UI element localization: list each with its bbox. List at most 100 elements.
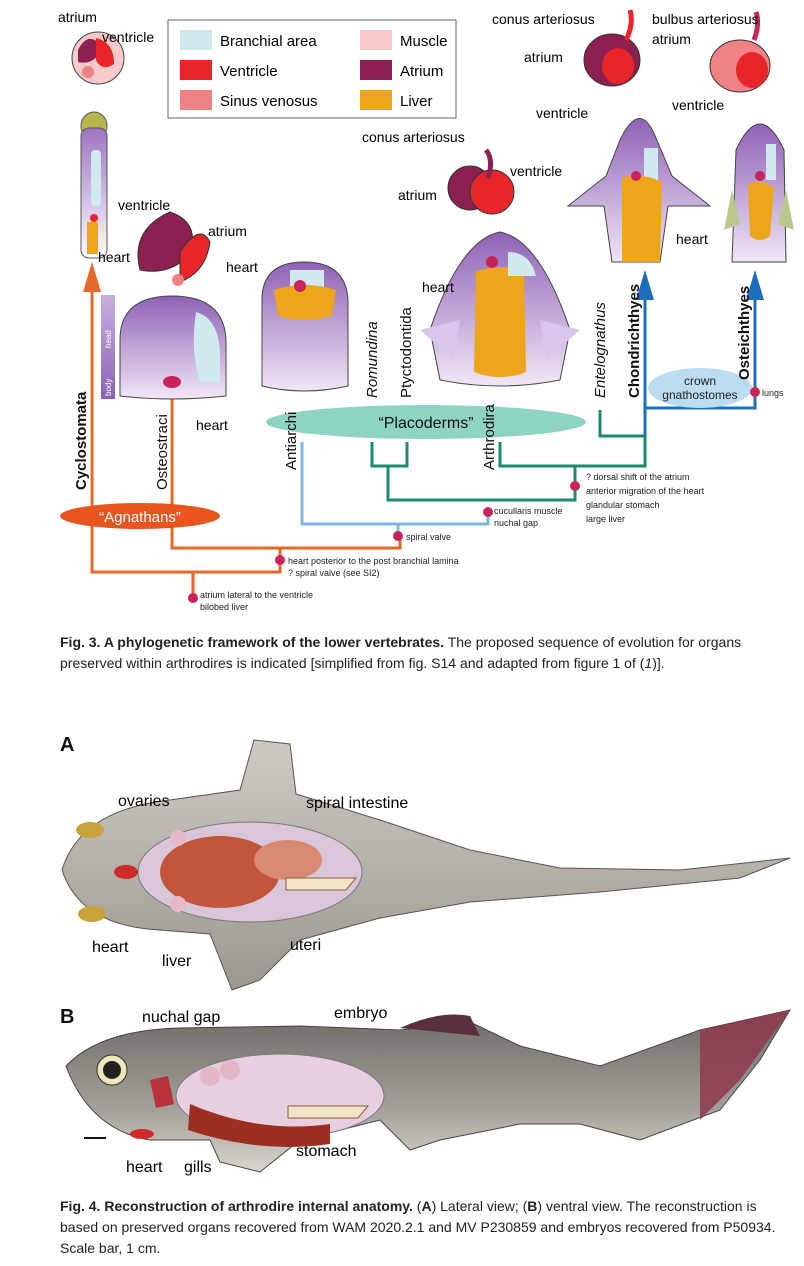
- taxon-cyclostomata: Cyclostomata: [73, 391, 90, 490]
- char-5d: large liver: [586, 514, 625, 524]
- legend-label-sinus: Sinus venosus: [220, 93, 318, 110]
- osteichthyan-illustration: [724, 123, 794, 263]
- taxon-arthrodira: Arthrodira: [481, 403, 498, 470]
- char-4b: nuchal gap: [494, 518, 538, 528]
- placoderms-label: “Placoderms”: [378, 415, 473, 432]
- char-5a: ? dorsal shift of the atrium: [586, 472, 690, 482]
- char-4a: cucullaris muscle: [494, 506, 563, 516]
- char-lungs: lungs: [762, 388, 784, 398]
- lamprey-atrium-label: atrium: [58, 9, 97, 25]
- arthrodire-heart-label: heart: [422, 279, 454, 295]
- fig4a-spiral-intestine-label: spiral intestine: [306, 795, 408, 812]
- legend-label-branchial: Branchial area: [220, 33, 317, 50]
- chondrichthyes-arrowhead: [636, 270, 654, 300]
- char-1a: atrium lateral to the ventricle: [200, 590, 313, 600]
- arthrodire-conus-label: conus arteriosus: [362, 129, 465, 145]
- legend-label-atrium: Atrium: [400, 63, 443, 80]
- taxon-chondrichthyes: Chondrichthyes: [626, 284, 643, 398]
- fig4-caption: Fig. 4. Reconstruction of arthrodire int…: [60, 1196, 776, 1259]
- taxon-entelognathus: Entelognathus: [592, 302, 609, 398]
- fig4a-ovaries-label: ovaries: [118, 793, 170, 810]
- char-3: spiral valve: [406, 532, 451, 542]
- fig3-caption: Fig. 3. A phylogenetic framework of the …: [60, 632, 776, 674]
- lamprey-illustration: [80, 111, 108, 259]
- phylogeny-tree: [90, 292, 757, 598]
- cyclostomata-arrowhead: [83, 262, 101, 292]
- chondrichthyan-conus-label: conus arteriosus: [492, 11, 595, 27]
- legend-swatch-atrium: [360, 60, 392, 80]
- antiarch-heart-label: heart: [226, 259, 258, 275]
- head-body-bar: [101, 295, 115, 399]
- body-label: body: [104, 379, 113, 396]
- osteostracan-heart-inset: [137, 211, 211, 286]
- fig3-caption-title: Fig. 3. A phylogenetic framework of the …: [60, 634, 445, 650]
- antiarch-illustration: [261, 261, 349, 392]
- head-label: head: [104, 330, 113, 348]
- fig4-caption-b: B: [527, 1198, 538, 1214]
- fig4a-uteri-label: uteri: [290, 937, 321, 954]
- legend-box: Branchial area Ventricle Sinus venosus M…: [167, 19, 457, 119]
- node-5: [570, 481, 580, 491]
- fig4b-embryo-label: embryo: [334, 1005, 387, 1022]
- char-5b: anterior migration of the heart: [586, 486, 705, 496]
- arthrodire-ventricle-label: ventricle: [510, 163, 562, 179]
- fig3-caption-end: )].: [652, 655, 665, 671]
- arthrodire-illustration: [420, 231, 580, 387]
- node-lungs: [750, 387, 760, 397]
- fig4-caption-p3: ) ventral view. The reconstruction is ba…: [60, 1198, 776, 1256]
- chondrichthyan-illustration: [566, 118, 712, 263]
- chondrichthyan-heart-inset: [583, 9, 641, 87]
- chondrichthyan-atrium-label: atrium: [524, 49, 563, 65]
- osteostracan-ventricle-label: ventricle: [118, 197, 170, 213]
- taxon-romundina: Romundina: [364, 321, 381, 398]
- legend-swatch-sinus: [180, 90, 212, 110]
- crown-gnathostomes-ellipse: [648, 368, 752, 408]
- legend-label-muscle: Muscle: [400, 33, 448, 50]
- lamprey-ventricle-label: ventricle: [102, 29, 154, 45]
- fig4-caption-p1: (: [412, 1198, 422, 1214]
- placoderms-ellipse: [266, 405, 586, 439]
- char-1b: bilobed liver: [200, 602, 248, 612]
- lamprey-heart-inset: [71, 31, 125, 85]
- agnathans-ellipse: [60, 503, 220, 529]
- char-5c: glandular stomach: [586, 500, 660, 510]
- osteichthyan-bulbus-label: bulbus arteriosus: [652, 11, 759, 27]
- fig4b-stomach-label: stomach: [296, 1143, 356, 1160]
- osteostracan-atrium-label: atrium: [208, 223, 247, 239]
- fish-a-illustration: [61, 739, 791, 991]
- arthrodire-heart-inset: [447, 148, 515, 215]
- fig4-caption-a: A: [421, 1198, 432, 1214]
- taxon-antiarchi: Antiarchi: [283, 412, 300, 470]
- taxon-osteostraci: Osteostraci: [154, 414, 171, 490]
- legend-swatch-liver: [360, 90, 392, 110]
- node-1: [188, 593, 198, 603]
- arthrodire-atrium-label: atrium: [398, 187, 437, 203]
- chondrichthyan-ventricle-label: ventricle: [536, 105, 588, 121]
- osteostracan-heart-label: heart: [196, 417, 228, 433]
- taxon-osteichthyes: Osteichthyes: [736, 286, 753, 380]
- lamprey-heart-label: heart: [98, 249, 130, 265]
- panel-label-a: A: [60, 734, 75, 756]
- fig4b-heart-label: heart: [126, 1159, 163, 1176]
- crown-label-2: gnathostomes: [662, 388, 737, 402]
- fig4a-heart-label: heart: [92, 939, 129, 956]
- char-2b: ? spiral valve (see SI2): [288, 568, 380, 578]
- character-nodes: [188, 387, 760, 603]
- fish-b-illustration: [65, 1009, 792, 1173]
- char-2a: heart posterior to the post branchial la…: [288, 556, 459, 566]
- chondrichthyan-heart-label: heart: [676, 231, 708, 247]
- node-4: [483, 507, 493, 517]
- node-3: [393, 531, 403, 541]
- legend-swatch-ventricle: [180, 60, 212, 80]
- legend-swatch-branchial: [180, 30, 212, 50]
- osteostracan-illustration: [119, 295, 227, 400]
- agnathans-label: “Agnathans”: [99, 509, 181, 526]
- fig4b-nuchal-gap-label: nuchal gap: [142, 1009, 220, 1026]
- osteichthyan-ventricle-label: ventricle: [672, 97, 724, 113]
- osteichthyan-heart-inset: [709, 11, 771, 93]
- crown-label-1: crown: [684, 374, 716, 388]
- fig4-caption-title: Fig. 4. Reconstruction of arthrodire int…: [60, 1198, 413, 1214]
- panel-label-b: B: [60, 1006, 75, 1028]
- osteichthyes-arrowhead: [746, 270, 764, 300]
